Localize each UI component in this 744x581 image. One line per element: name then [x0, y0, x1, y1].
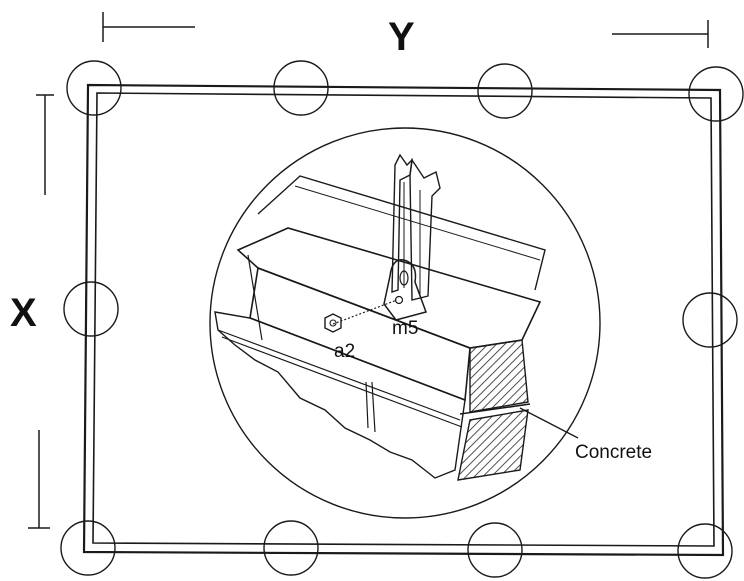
concrete-pointer-line — [519, 407, 579, 439]
bolt-guide-line — [332, 299, 398, 325]
anchor-circle — [273, 60, 329, 116]
anchor-circle — [467, 522, 523, 578]
nut-label: a2 — [334, 341, 355, 362]
x-dimension-label: X — [10, 291, 37, 335]
y-dimension-label: Y — [388, 15, 415, 59]
anchor-circle — [60, 520, 116, 576]
anchor-points — [60, 60, 744, 579]
anchor-circle — [477, 63, 533, 119]
bracket-label: m5 — [392, 318, 418, 339]
x-dimension-line — [28, 94, 54, 529]
anchor-circle — [66, 60, 122, 116]
concrete-label: Concrete — [575, 442, 652, 463]
anchor-circle — [677, 523, 733, 579]
frame-outline — [82, 83, 725, 557]
detail-callout — [209, 127, 601, 519]
anchor-circle — [688, 66, 744, 122]
y-dimension-line — [102, 12, 709, 48]
anchor-circle — [682, 292, 738, 348]
anchor-circle — [263, 520, 319, 576]
anchor-circle — [63, 281, 119, 337]
nut-icon — [324, 313, 342, 333]
